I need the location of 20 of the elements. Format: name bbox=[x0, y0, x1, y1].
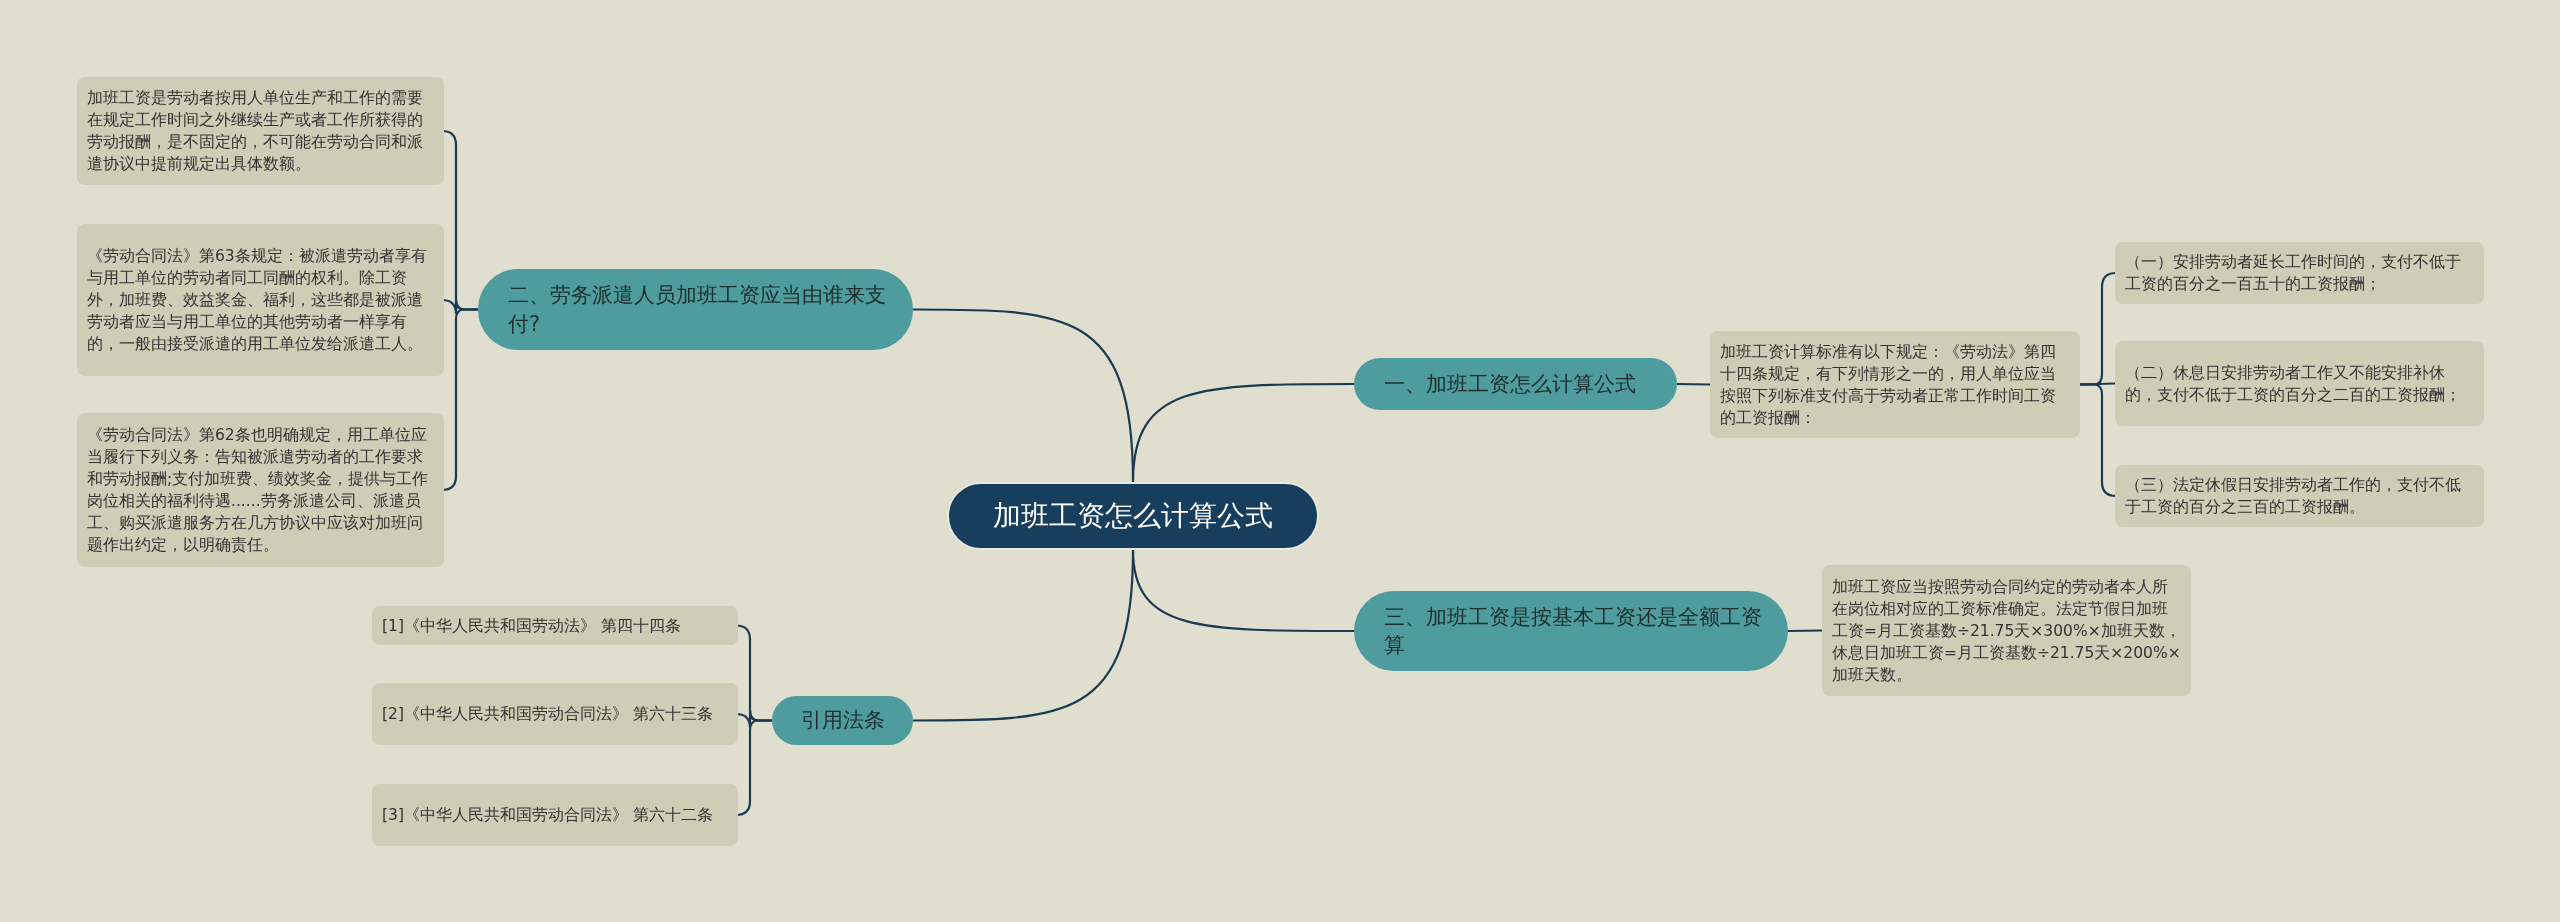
note-card: 加班工资应当按照劳动合同约定的劳动者本人所在岗位相对应的工资标准确定。法定节假日加班工资=月工资基数÷21.75天×300%×加班天数，休息日加班工资=月工资基数÷21.75天×200%×加班天数。 bbox=[1822, 565, 2191, 696]
note-card: [3]《中华人民共和国劳动合同法》 第六十二条 bbox=[372, 784, 738, 846]
connector-line bbox=[1131, 382, 1354, 483]
note-card: 加班工资是劳动者按用人单位生产和工作的需要在规定工作时间之外继续生产或者工作所获得的劳动报酬，是不固定的，不可能在劳动合同和派遣协议中提前规定出具体数额。 bbox=[77, 77, 444, 185]
note-card: 《劳动合同法》第62条也明确规定，用工单位应当履行下列义务：告知被派遣劳动者的工作要求和劳动报酬;支付加班费、绩效奖金，提供与工作岗位相关的福利待遇......劳务派遣公司、派遣员工、购买派遣服务方在几方协议中应该对加班问题作出约定，以明确责任。 bbox=[77, 413, 444, 567]
connector-line bbox=[913, 549, 1135, 722]
note-card: 《劳动合同法》第63条规定：被派遣劳动者享有与用工单位的劳动者同工同酬的权利。除工资外，加班费、效益奖金、福利，这些都是被派遣劳动者应当与用工单位的其他劳动者一样享有的，一般由接受派遣的用工单位发给派遣工人。 bbox=[77, 224, 444, 376]
topic-pill: 一、加班工资怎么计算公式 bbox=[1354, 358, 1677, 410]
note-card: （一）安排劳动者延长工作时间的，支付不低于工资的百分之一百五十的工资报酬； bbox=[2115, 242, 2484, 304]
note-card: （二）休息日安排劳动者工作又不能安排补休的，支付不低于工资的百分之二百的工资报酬； bbox=[2115, 341, 2484, 426]
note-card: （三）法定休假日安排劳动者工作的，支付不低于工资的百分之三百的工资报酬。 bbox=[2115, 465, 2484, 527]
topic-pill: 二、劳务派遣人员加班工资应当由谁来支付? bbox=[478, 269, 913, 350]
note-card: [2]《中华人民共和国劳动合同法》 第六十三条 bbox=[372, 683, 738, 745]
note-card: 加班工资计算标准有以下规定：《劳动法》第四十四条规定，有下列情形之一的，用人单位应当按照下列标准支付高于劳动者正常工作时间工资的工资报酬： bbox=[1710, 331, 2080, 438]
topic-pill: 引用法条 bbox=[772, 696, 913, 745]
note-card: [1]《中华人民共和国劳动法》 第四十四条 bbox=[372, 606, 738, 645]
central-topic: 加班工资怎么计算公式 bbox=[947, 482, 1319, 550]
topic-pill: 三、加班工资是按基本工资还是全额工资算 bbox=[1354, 591, 1788, 671]
connector-line bbox=[1677, 382, 1710, 386]
connector-line bbox=[1788, 629, 1822, 633]
